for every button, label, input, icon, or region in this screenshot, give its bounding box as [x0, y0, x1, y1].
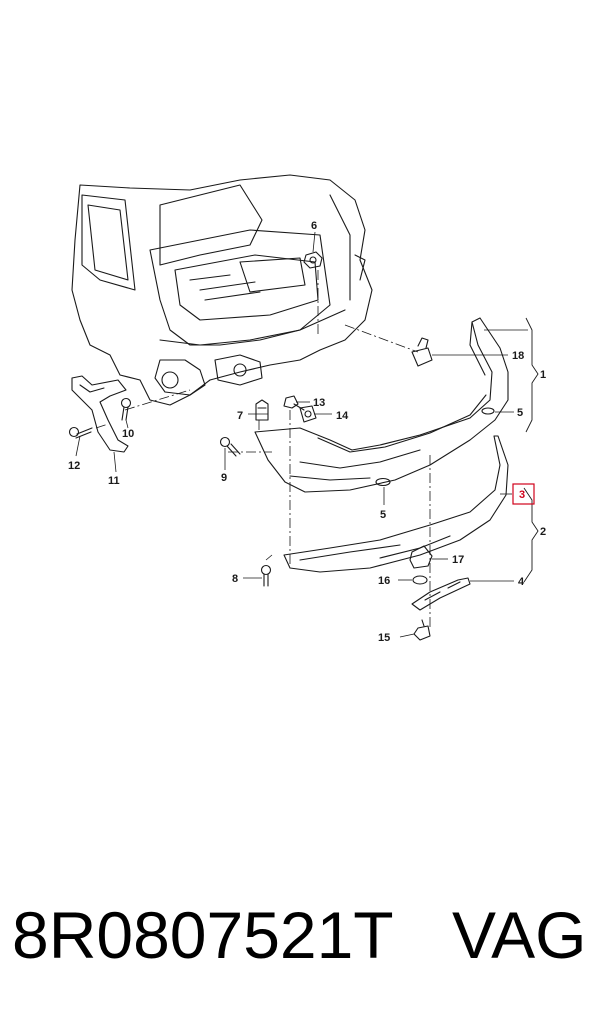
callout-5b: 5 — [380, 509, 386, 521]
part-info-footer: 8R0807521T VAG — [0, 880, 600, 990]
callout-1: 1 — [540, 369, 546, 381]
part-14-bolt — [299, 405, 317, 423]
part-16-washer — [412, 575, 428, 585]
callout-7: 7 — [237, 410, 243, 422]
highlight-box — [512, 483, 535, 505]
part-4-guide-rail — [411, 577, 471, 611]
parts-diagram: 1 2 3 4 5 5 6 7 8 9 10 11 12 13 14 15 16… — [68, 174, 546, 644]
callout-3: 3 — [519, 489, 525, 501]
callout-2: 2 — [540, 526, 546, 538]
callout-10: 10 — [122, 428, 134, 440]
part-17-bracket — [409, 545, 433, 569]
callout-9: 9 — [221, 472, 227, 484]
callout-13: 13 — [313, 397, 325, 409]
part-8-screw — [260, 564, 272, 587]
callout-15: 15 — [378, 632, 390, 644]
part-7-clip — [255, 399, 269, 421]
brand-name: VAG — [452, 898, 587, 972]
part-12-screw — [68, 426, 93, 439]
vehicle-body-outline — [71, 174, 373, 406]
part-13-bolt — [283, 395, 305, 411]
callout-17: 17 — [452, 554, 464, 566]
part-11-side-bracket — [71, 375, 129, 453]
part-1-bumper-cover — [254, 317, 509, 493]
part-2-lower-diffuser — [283, 435, 509, 573]
part-15-clip — [413, 619, 431, 641]
callout-12: 12 — [68, 460, 80, 472]
part-18-clip — [411, 337, 433, 367]
callout-4: 4 — [518, 576, 525, 588]
callout-14: 14 — [336, 410, 349, 422]
callout-8: 8 — [232, 573, 238, 585]
callout-16: 16 — [378, 575, 390, 587]
leader-lines — [75, 231, 528, 638]
group-braces — [523, 317, 539, 583]
callout-6: 6 — [311, 220, 317, 232]
part-number: 8R0807521T — [12, 898, 394, 972]
callout-11: 11 — [108, 475, 120, 487]
part-10-screw — [120, 397, 132, 421]
part-6-nut — [303, 251, 323, 269]
callout-5a: 5 — [517, 407, 523, 419]
callouts: 1 2 3 4 5 5 6 7 8 9 10 11 12 13 14 15 16… — [68, 220, 546, 644]
part-9-screw — [219, 436, 241, 457]
guide-lines — [95, 270, 431, 628]
callout-18: 18 — [512, 350, 524, 362]
